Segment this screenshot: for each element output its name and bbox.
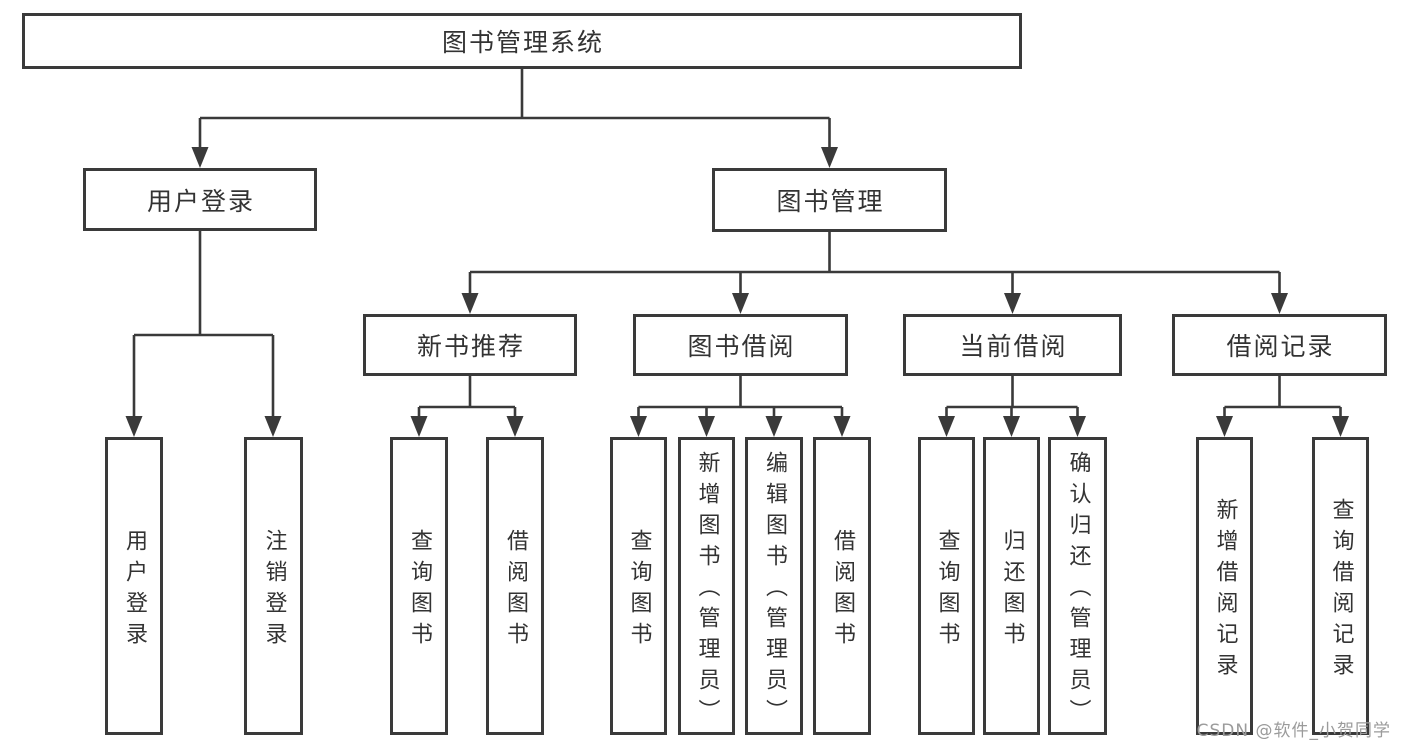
node-root-label: 图书管理系统 xyxy=(441,28,604,57)
leaf-user-login-label: 用户登录 xyxy=(122,528,147,653)
node-book-borrowing: 图书借阅 xyxy=(633,314,848,376)
node-new-book-recommend-label: 新书推荐 xyxy=(416,332,525,361)
node-borrowing-records-label: 借阅记录 xyxy=(1226,332,1335,361)
node-new-book-recommend: 新书推荐 xyxy=(363,314,577,376)
leaf-rec-borrow-books-label: 借阅图书 xyxy=(503,528,528,653)
leaf-rec-query-books: 查询图书 xyxy=(390,437,448,735)
csdn-watermark: CSDN @软件_小贺同学 xyxy=(1196,721,1391,741)
leaf-cb-confirm-return-admin: 确认归还（管理员） xyxy=(1048,437,1107,735)
node-current-borrowing: 当前借阅 xyxy=(903,314,1122,376)
leaf-bb-query-books: 查询图书 xyxy=(610,437,667,735)
leaf-bb-edit-books-admin-label: 编辑图书（管理员） xyxy=(762,451,787,730)
leaf-bb-edit-books-admin: 编辑图书（管理员） xyxy=(745,437,803,735)
leaf-cb-query-books-label: 查询图书 xyxy=(934,528,960,653)
leaf-bb-borrow-books: 借阅图书 xyxy=(813,437,871,735)
leaf-bb-query-books-label: 查询图书 xyxy=(626,528,652,653)
leaf-cb-return-books: 归还图书 xyxy=(983,437,1040,735)
leaf-br-query-record: 查询借阅记录 xyxy=(1312,437,1369,735)
leaf-user-login: 用户登录 xyxy=(105,437,163,735)
leaf-bb-add-books-admin: 新增图书（管理员） xyxy=(678,437,735,735)
leaf-br-query-record-label: 查询借阅记录 xyxy=(1328,497,1354,684)
node-book-management: 图书管理 xyxy=(712,168,947,232)
node-current-borrowing-label: 当前借阅 xyxy=(959,332,1068,361)
node-book-management-label: 图书管理 xyxy=(776,187,885,216)
leaf-br-add-record: 新增借阅记录 xyxy=(1196,437,1253,735)
leaf-cb-return-books-label: 归还图书 xyxy=(999,528,1025,653)
leaf-logout-label: 注销登录 xyxy=(261,528,287,653)
node-user-login: 用户登录 xyxy=(83,168,317,231)
leaf-bb-add-books-admin-label: 新增图书（管理员） xyxy=(694,451,720,730)
leaf-rec-borrow-books: 借阅图书 xyxy=(486,437,544,735)
node-borrowing-records: 借阅记录 xyxy=(1172,314,1387,376)
leaf-cb-query-books: 查询图书 xyxy=(918,437,975,735)
leaf-logout: 注销登录 xyxy=(244,437,303,735)
leaf-br-add-record-label: 新增借阅记录 xyxy=(1212,497,1238,684)
node-book-borrowing-label: 图书借阅 xyxy=(687,332,796,361)
leaf-rec-query-books-label: 查询图书 xyxy=(407,528,432,653)
leaf-cb-confirm-return-admin-label: 确认归还（管理员） xyxy=(1065,451,1091,730)
node-root: 图书管理系统 xyxy=(22,13,1022,69)
node-user-login-label: 用户登录 xyxy=(146,186,255,216)
leaf-bb-borrow-books-label: 借阅图书 xyxy=(830,528,855,653)
